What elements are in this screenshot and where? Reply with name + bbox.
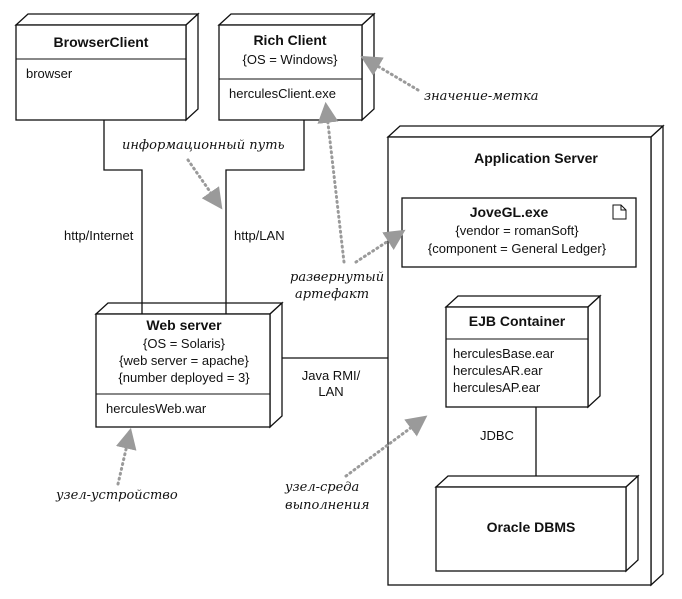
device-node-annotation: узел-устройство [55,488,178,503]
web-server-node: Web server {OS = Solaris} {web server = … [94,301,284,429]
rich-client-node: Rich Client {OS = Windows} herculesClien… [217,12,376,122]
web-server-tag: {number deployed = 3} [118,370,250,385]
jovegl-artifact: JoveGL.exe {vendor = romanSoft} {compone… [401,197,637,268]
annotation-arrows [115,55,428,486]
communication-path-arrow [186,158,223,210]
browser-artifact: browser [26,66,73,81]
web-server-title: Web server [146,317,222,333]
ejb-artifact: herculesBase.ear [453,346,555,361]
oracle-dbms-node: Oracle DBMS [434,474,640,573]
http-internet-label: http/Internet [64,228,134,243]
deployed-artifact-annotation: артефакт [295,287,369,302]
tagged-value-annotation: значение-метка [424,89,539,104]
jdbc-label: JDBC [480,428,514,443]
ejb-container-node: EJB Container herculesBase.ear herculesA… [444,294,602,409]
http-lan-label: http/LAN [234,228,285,243]
ejb-container-title: EJB Container [469,313,566,329]
web-server-artifact: herculesWeb.war [106,401,207,416]
jovegl-title: JoveGL.exe [470,204,549,220]
jovegl-vendor-tag: {vendor = romanSoft} [455,223,579,238]
rich-client-os-tag: {OS = Windows} [242,52,338,67]
execution-environment-annotation: выполнения [285,498,369,513]
http-internet-path [103,120,143,314]
rich-client-title: Rich Client [253,32,326,48]
jovegl-component-tag: {component = General Ledger} [428,241,607,256]
communication-paths [103,120,537,476]
ejb-artifact: herculesAR.ear [453,363,543,378]
artifact-arrow-to-client [317,101,346,264]
artifact-arrow-to-jovegl [354,229,406,264]
application-server-title: Application Server [474,150,598,166]
deployed-artifact-annotation: развернутый [290,270,384,285]
browser-client-node: BrowserClient browser [14,12,200,122]
execution-environment-arrow [344,415,428,478]
document-icon [612,204,627,220]
rich-client-artifact: herculesClient.exe [229,86,336,101]
web-server-tag: {web server = apache} [119,353,249,368]
java-rmi-label: LAN [318,384,343,399]
ejb-artifact: herculesAP.ear [453,380,541,395]
execution-environment-annotation: узел-среда [284,480,359,495]
oracle-dbms-title: Oracle DBMS [487,519,576,535]
browser-client-title: BrowserClient [54,34,149,50]
web-server-tag: {OS = Solaris} [143,336,226,351]
java-rmi-label: Java RMI/ [302,368,361,383]
communication-path-annotation: информационный путь [122,138,285,153]
device-node-arrow [115,427,137,486]
http-lan-path [225,120,305,314]
tagged-value-arrow [360,55,420,92]
